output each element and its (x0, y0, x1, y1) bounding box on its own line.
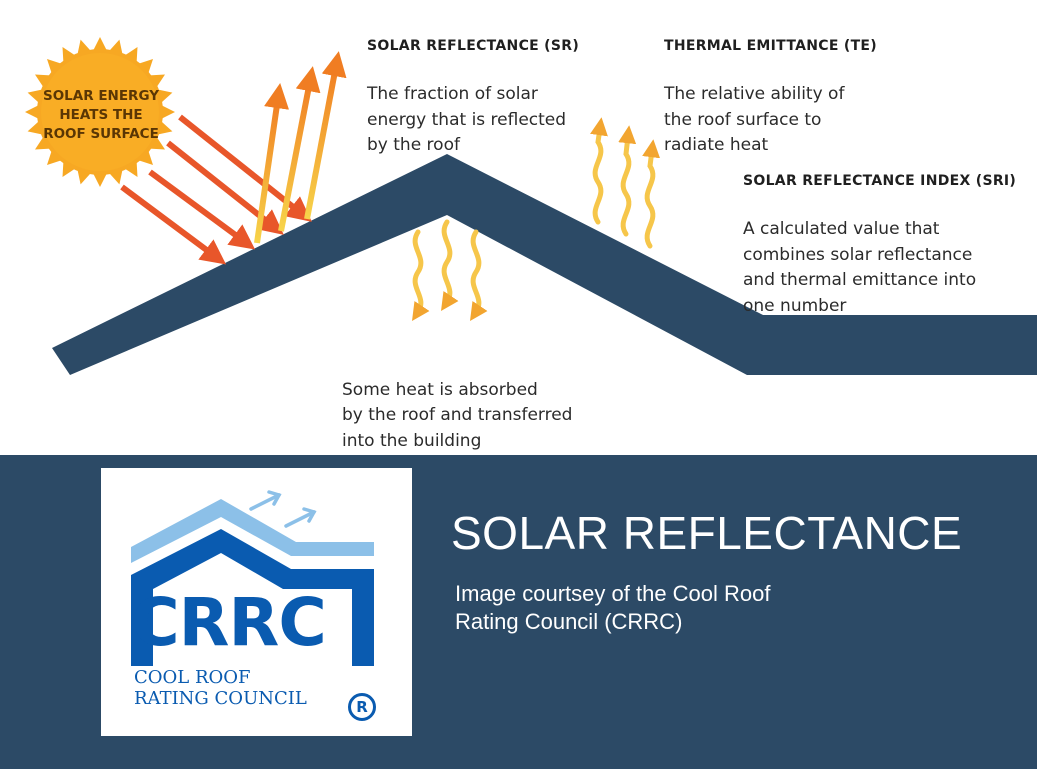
crrc-logo: CRRC COOL ROOF RATING COUNCIL R (101, 468, 412, 736)
incoming-solar-arrows (120, 114, 312, 265)
absorbed-heat-waves (412, 219, 488, 321)
crrc-logo-house-icon (131, 490, 374, 666)
absorbed-heat-callout: Some heat is absorbed by the roof and tr… (342, 352, 572, 454)
sun-icon (25, 37, 175, 187)
roof-diagram: SOLAR ENERGY HEATS THE ROOF SURFACE SOLA… (25, 9, 1037, 454)
diagram-graphic (25, 37, 1037, 375)
crrc-logo-name: COOL ROOF RATING COUNCIL (134, 667, 307, 709)
absorbed-heat-text: Some heat is absorbed by the roof and tr… (342, 379, 573, 451)
thermal-emittance-waves (590, 117, 661, 249)
crrc-logo-abbr: CRRC (131, 584, 327, 661)
sri-heading: SOLAR REFLECTANCE INDEX (SRI) (743, 172, 1017, 189)
thermal-emittance-text: The relative ability of the roof surface… (664, 84, 845, 155)
page-title: SOLAR REFLECTANCE (451, 507, 963, 559)
footer-banner: CRRC COOL ROOF RATING COUNCIL R SOLAR RE… (0, 455, 1037, 769)
roof-shape (52, 154, 1037, 375)
sri-text: A calculated value that combines solar r… (743, 219, 977, 316)
sri-callout: SOLAR REFLECTANCE INDEX (SRI) A calculat… (743, 144, 1016, 319)
image-credit: Image courtsey of the Cool Roof Rating C… (455, 581, 771, 634)
reflected-solar-arrows (254, 51, 347, 244)
thermal-emittance-callout: THERMAL EMITTANCE (TE) The relative abil… (664, 9, 877, 159)
registered-mark-icon: R (348, 693, 376, 721)
solar-reflectance-callout: SOLAR REFLECTANCE (SR) The fraction of s… (367, 9, 579, 159)
thermal-emittance-heading: THERMAL EMITTANCE (TE) (664, 37, 877, 54)
solar-reflectance-heading: SOLAR REFLECTANCE (SR) (367, 37, 580, 54)
sun-label: SOLAR ENERGY HEATS THE ROOF SURFACE (42, 88, 160, 142)
solar-reflectance-text: The fraction of solar energy that is ref… (367, 84, 567, 155)
